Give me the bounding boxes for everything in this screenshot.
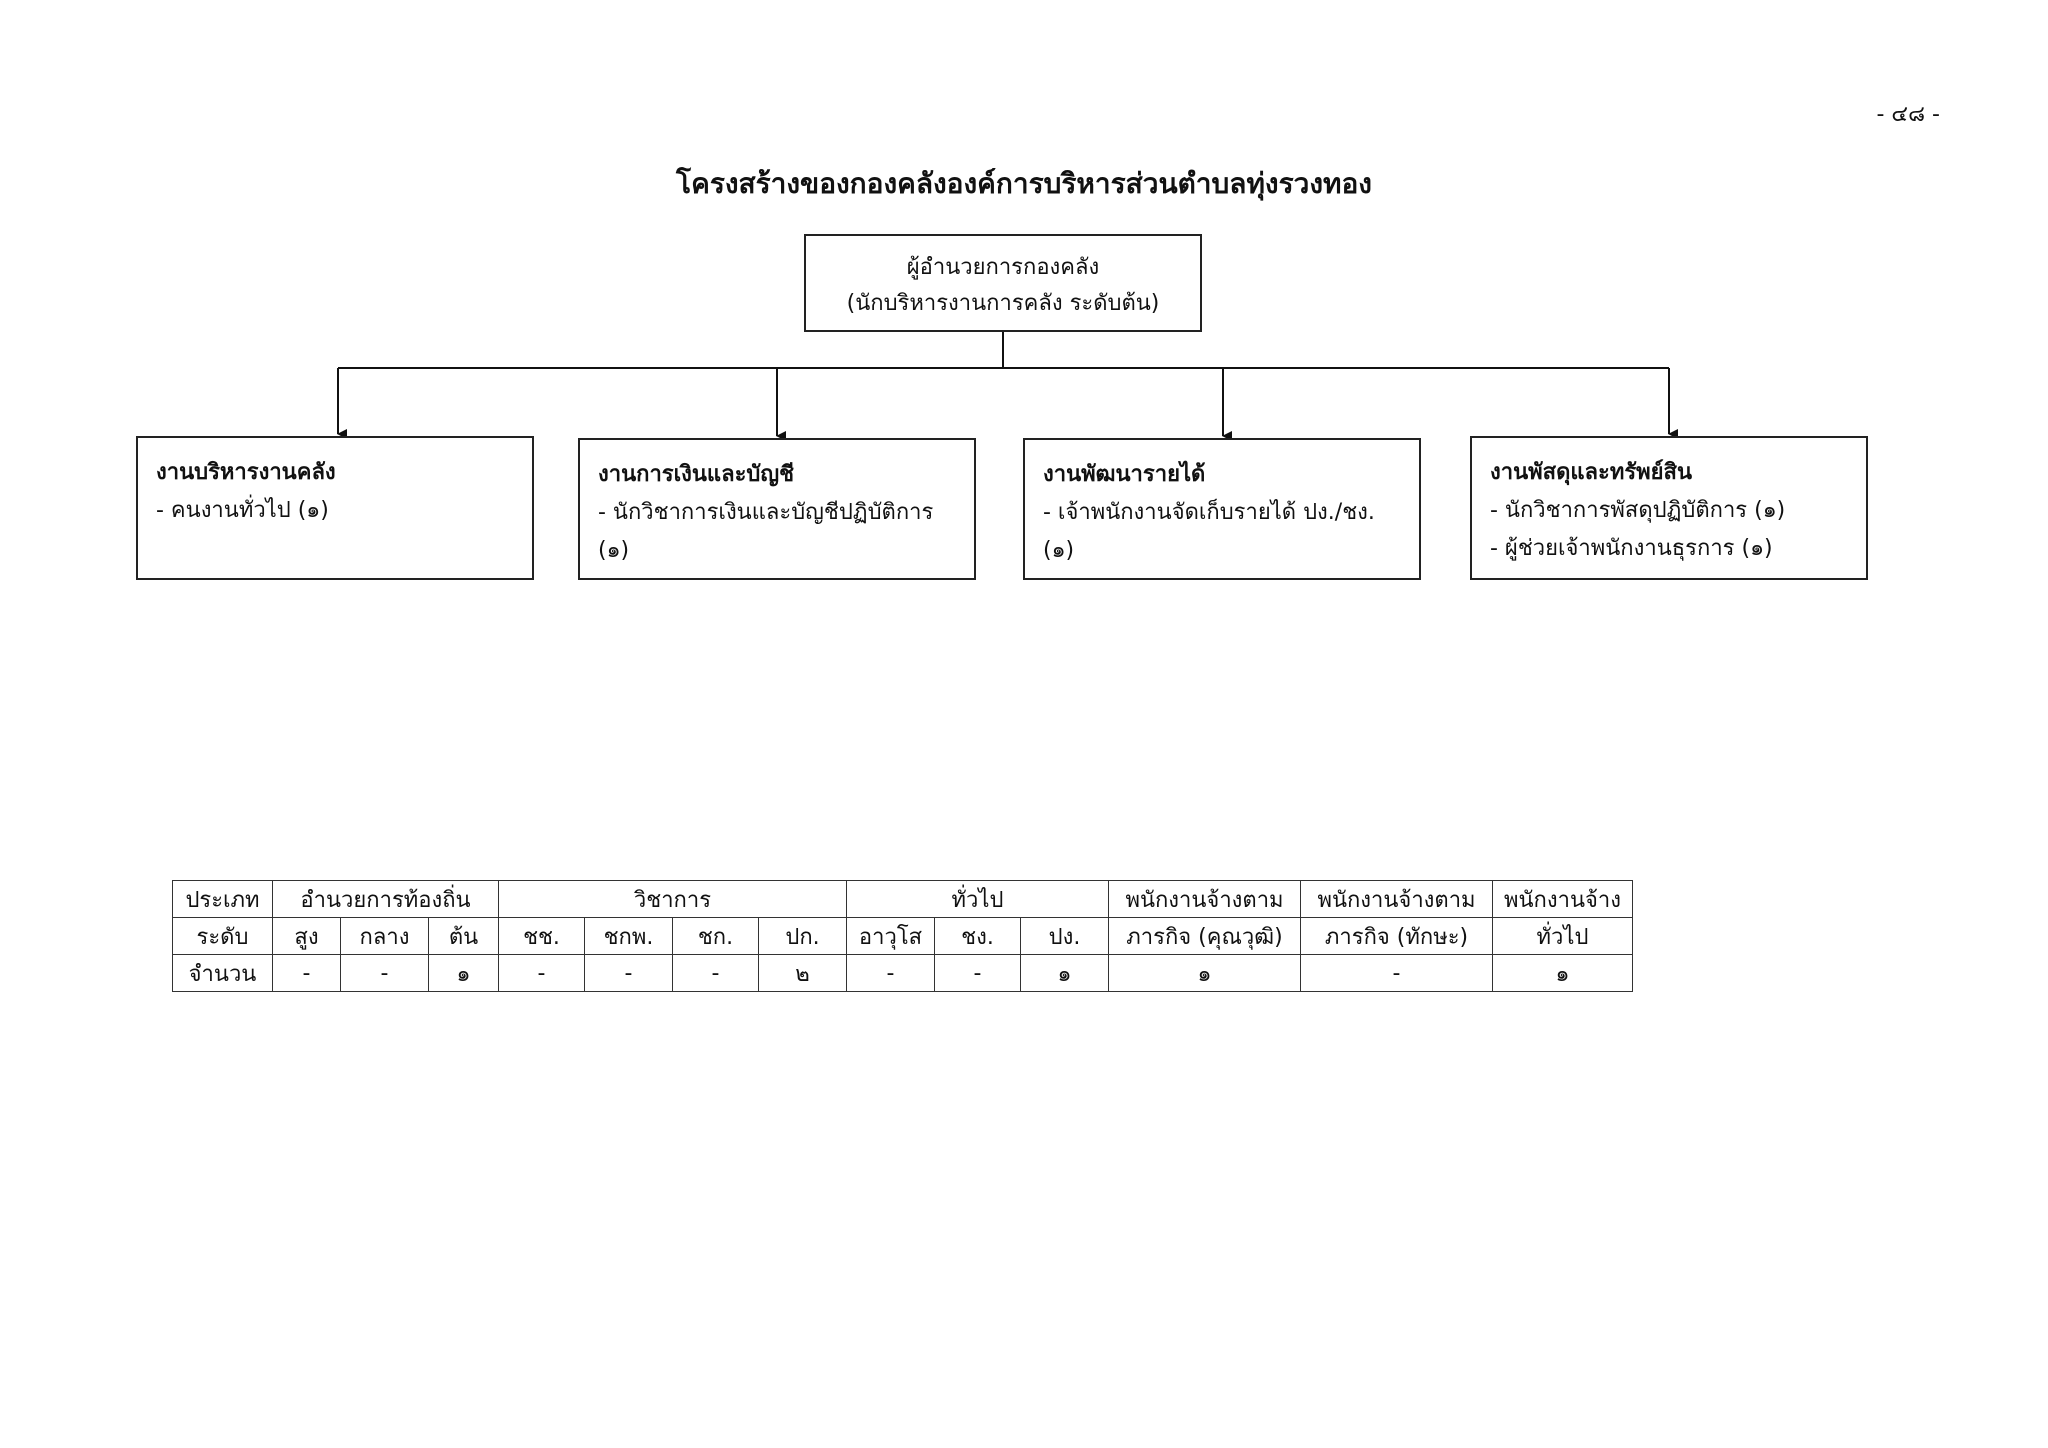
table-cell: ภารกิจ (คุณวุฒิ) (1108, 917, 1301, 955)
dept-title: งานการเงินและบัญชี (598, 462, 795, 487)
table-cell: - (498, 954, 585, 992)
table-cell: - (1300, 954, 1493, 992)
table-cell: จำนวน (172, 954, 273, 992)
table-cell: วิชาการ (498, 880, 847, 918)
table-row: จำนวน - - ๑ - - - ๒ - - ๑ ๑ - ๑ (172, 954, 1633, 992)
table-cell: ประเภท (172, 880, 273, 918)
dept-box-finance-accounting: งานการเงินและบัญชี - นักวิชาการเงินและบั… (578, 438, 976, 580)
table-cell: ๑ (1492, 954, 1633, 992)
table-cell: ทั่วไป (1492, 917, 1633, 955)
table-cell: กลาง (340, 917, 429, 955)
table-row: ประเภท อำนวยการท้องถิ่น วิชาการ ทั่วไป พ… (172, 880, 1633, 918)
dept-title: งานพัฒนารายได้ (1043, 462, 1206, 487)
table-cell: ทั่วไป (846, 880, 1109, 918)
dept-box-supplies-assets: งานพัสดุและทรัพย์สิน - นักวิชาการพัสดุปฏ… (1470, 436, 1868, 580)
dept-title: งานพัสดุและทรัพย์สิน (1490, 460, 1693, 485)
table-cell: ปง. (1020, 917, 1109, 955)
table-cell: ระดับ (172, 917, 273, 955)
table-cell: อำนวยการท้องถิ่น (272, 880, 499, 918)
table-cell: - (584, 954, 673, 992)
page-title: โครงสร้างของกองคลังองค์การบริหารส่วนตำบล… (676, 167, 1372, 200)
dept-item: - ผู้ช่วยเจ้าพนักงานธุรการ (๑) (1490, 536, 1773, 561)
table-cell: - (340, 954, 429, 992)
table-cell: - (272, 954, 341, 992)
staff-table: ประเภท อำนวยการท้องถิ่น วิชาการ ทั่วไป พ… (172, 880, 1633, 992)
table-cell: ๑ (1108, 954, 1301, 992)
table-cell: - (846, 954, 935, 992)
dept-item: - นักวิชาการพัสดุปฏิบัติการ (๑) (1490, 498, 1786, 523)
table-cell: พนักงานจ้าง (1492, 880, 1633, 918)
table-cell: ชกพ. (584, 917, 673, 955)
table-cell: ภารกิจ (ทักษะ) (1300, 917, 1493, 955)
table-cell: ชก. (672, 917, 759, 955)
table-cell: พนักงานจ้างตาม (1108, 880, 1301, 918)
director-title: ผู้อำนวยการกองคลัง (906, 255, 1100, 280)
table-cell: - (934, 954, 1021, 992)
table-cell: ๑ (1020, 954, 1109, 992)
table-cell: ชช. (498, 917, 585, 955)
dept-item: - นักวิชาการเงินและบัญชีปฏิบัติการ (๑) (598, 500, 934, 563)
director-subtitle: (นักบริหารงานการคลัง ระดับต้น) (846, 291, 1160, 316)
dept-box-revenue-development: งานพัฒนารายได้ - เจ้าพนักงานจัดเก็บรายได… (1023, 438, 1421, 580)
table-cell: - (672, 954, 759, 992)
table-cell: พนักงานจ้างตาม (1300, 880, 1493, 918)
table-cell: ๑ (428, 954, 499, 992)
table-cell: อาวุโส (846, 917, 935, 955)
director-box: ผู้อำนวยการกองคลัง (นักบริหารงานการคลัง … (804, 234, 1202, 332)
dept-item: - คนงานทั่วไป (๑) (156, 498, 329, 523)
table-cell: ปก. (758, 917, 847, 955)
dept-title: งานบริหารงานคลัง (156, 460, 336, 485)
table-row: ระดับ สูง กลาง ต้น ชช. ชกพ. ชก. ปก. อาวุ… (172, 917, 1633, 955)
table-cell: ๒ (758, 954, 847, 992)
dept-item: - เจ้าพนักงานจัดเก็บรายได้ ปง./ชง. (๑) (1043, 500, 1375, 563)
dept-box-treasury-admin: งานบริหารงานคลัง - คนงานทั่วไป (๑) (136, 436, 534, 580)
page-number: - ๔๘ - (1876, 102, 1941, 127)
table-cell: สูง (272, 917, 341, 955)
table-cell: ชง. (934, 917, 1021, 955)
table-cell: ต้น (428, 917, 499, 955)
